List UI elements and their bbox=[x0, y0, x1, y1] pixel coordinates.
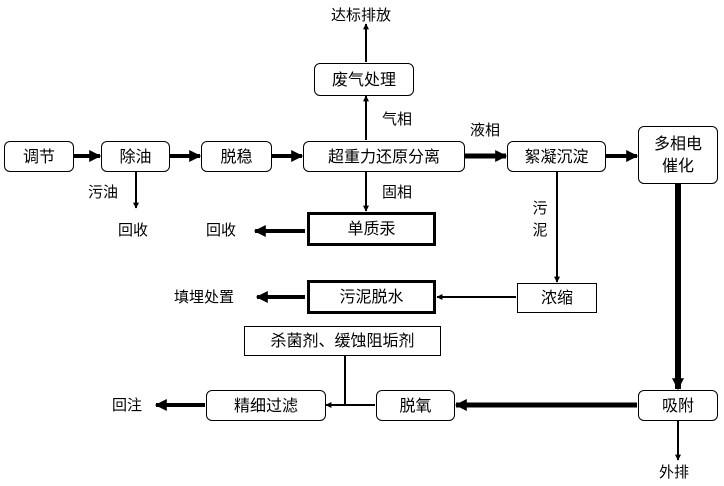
node-chaozhongli-label: 超重力还原分离 bbox=[327, 146, 440, 166]
label-wuni: 污泥 bbox=[532, 199, 548, 239]
label-dabiao: 达标排放 bbox=[331, 6, 392, 24]
node-tuoyang-label: 脱氧 bbox=[399, 395, 432, 415]
node-nongsuo: 浓缩 bbox=[517, 283, 597, 313]
node-feiqi-label: 废气处理 bbox=[331, 69, 396, 89]
node-tuowen-label: 脱稳 bbox=[220, 146, 253, 166]
label-yexiang: 液相 bbox=[470, 121, 501, 139]
node-yaoji: 杀菌剂、缓蚀阻垢剂 bbox=[244, 326, 441, 356]
node-yaoji-label: 杀菌剂、缓蚀阻垢剂 bbox=[270, 331, 415, 350]
node-xuning-label: 絮凝沉淀 bbox=[524, 146, 589, 166]
node-jingxi-label: 精细过滤 bbox=[233, 395, 298, 415]
node-danzhigong-label: 单质汞 bbox=[347, 219, 396, 238]
label-huizhu: 回注 bbox=[112, 396, 143, 414]
node-xifu-label: 吸附 bbox=[661, 395, 694, 415]
node-feiqi: 废气处理 bbox=[314, 63, 414, 96]
node-jingxi: 精细过滤 bbox=[206, 390, 326, 421]
node-chuyou: 除油 bbox=[101, 141, 170, 172]
node-danzhigong: 单质汞 bbox=[307, 212, 436, 246]
label-tianmai: 填埋处置 bbox=[174, 288, 235, 306]
node-xifu: 吸附 bbox=[638, 390, 718, 421]
node-chuyou-label: 除油 bbox=[119, 146, 152, 166]
node-wunituoshui: 污泥脱水 bbox=[307, 280, 436, 314]
node-wunituoshui-label: 污泥脱水 bbox=[339, 287, 404, 306]
node-tiaojie: 调节 bbox=[4, 141, 74, 172]
label-huishou-mercury: 回收 bbox=[206, 221, 237, 239]
label-huishou-oil: 回收 bbox=[118, 221, 149, 239]
node-nongsuo-label: 浓缩 bbox=[540, 288, 573, 307]
node-chaozhongli: 超重力还原分离 bbox=[303, 141, 465, 172]
node-tuoyang: 脱氧 bbox=[376, 390, 455, 421]
node-duoxiang: 多相电催化 bbox=[638, 126, 718, 184]
node-tuowen: 脱稳 bbox=[201, 141, 272, 172]
label-waipai: 外排 bbox=[659, 463, 690, 481]
label-wuyou: 污油 bbox=[88, 183, 119, 201]
label-qixiang: 气相 bbox=[382, 110, 413, 128]
node-tiaojie-label: 调节 bbox=[22, 146, 55, 166]
node-xuning: 絮凝沉淀 bbox=[507, 141, 606, 172]
node-duoxiang-label: 多相电催化 bbox=[653, 134, 702, 175]
label-guxiang: 固相 bbox=[382, 183, 413, 201]
